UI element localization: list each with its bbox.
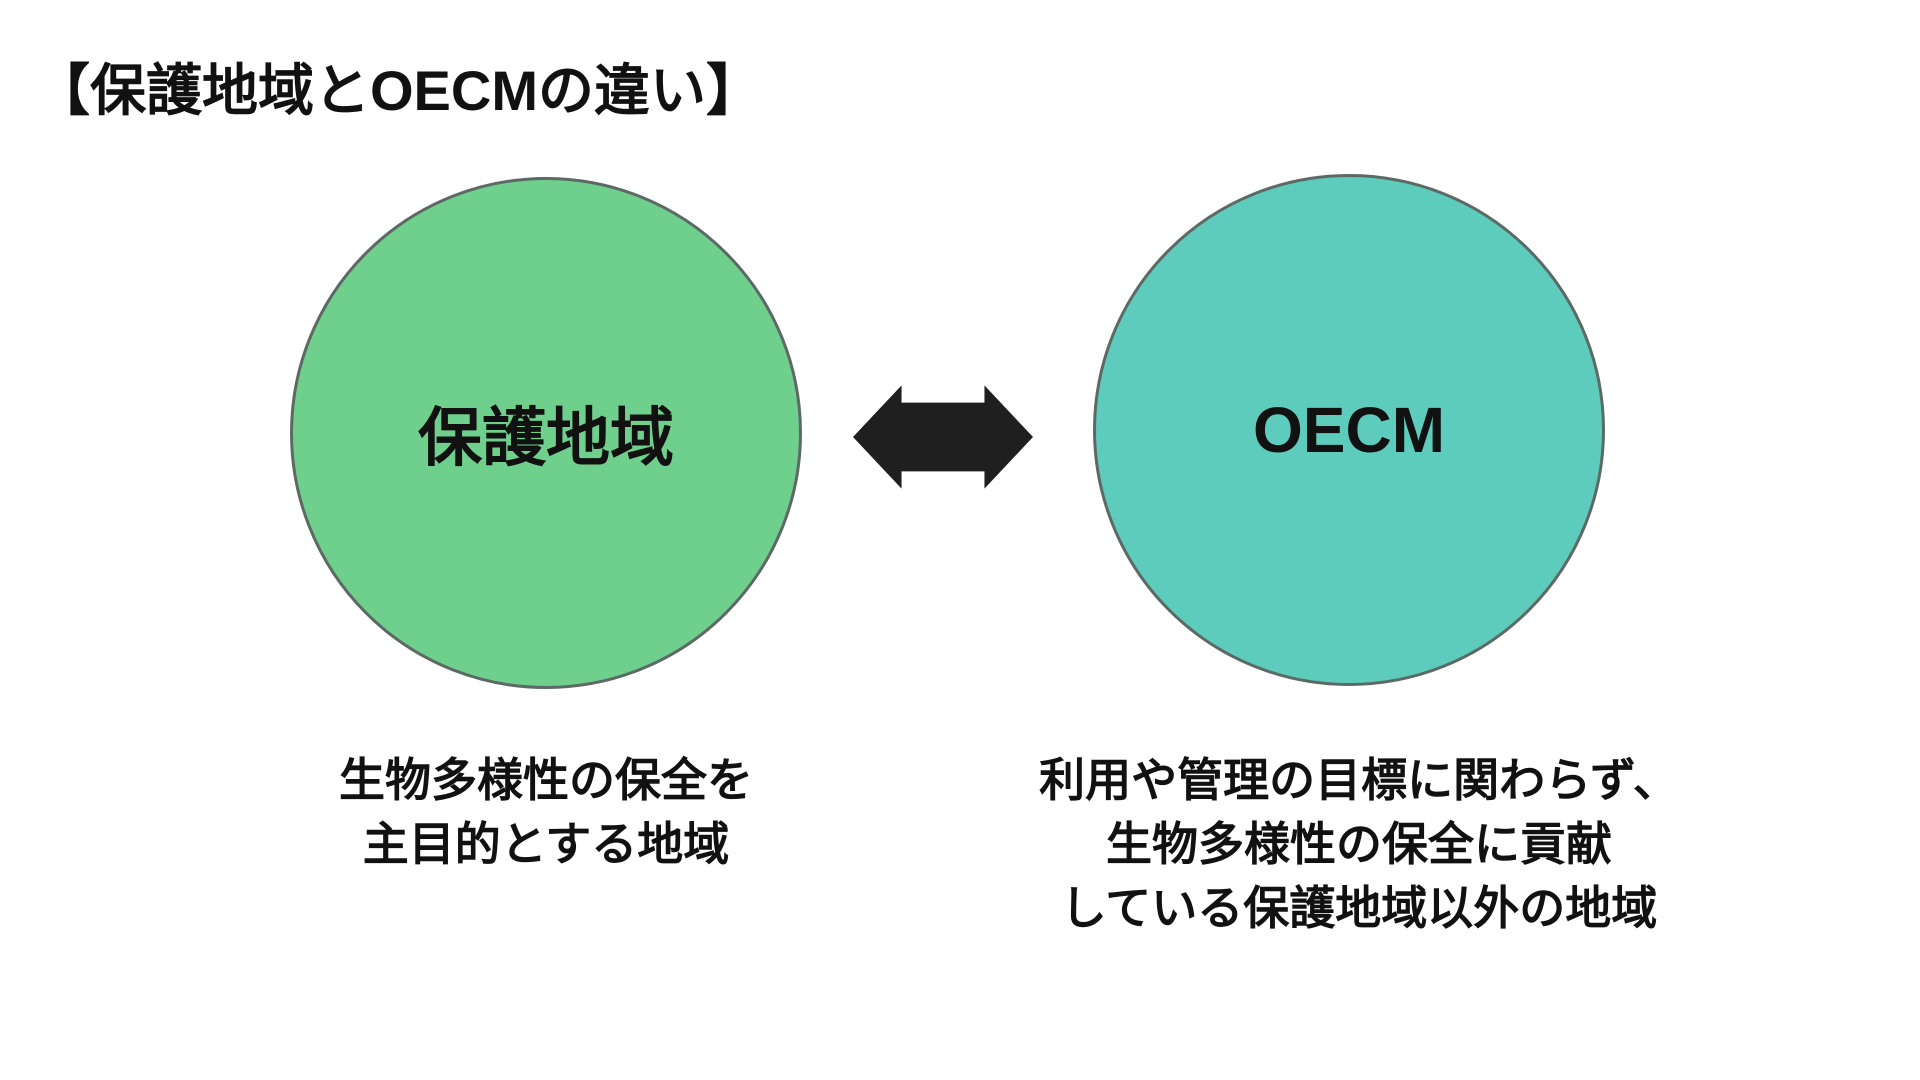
protected-area-caption: 生物多様性の保全を 主目的とする地域	[236, 748, 856, 876]
protected-area-label: 保護地域	[418, 402, 674, 474]
protected-area-caption-line-2: 主目的とする地域	[362, 818, 730, 870]
oecm-caption: 利用や管理の目標に関わらず、 生物多様性の保全に貢献 している保護地域以外の地域	[1039, 748, 1679, 940]
oecm-caption-line-1: 利用や管理の目標に関わらず、	[1039, 754, 1679, 806]
page-title: 【保護地域とOECMの違い】	[34, 59, 762, 122]
protected-area-caption-line-1: 生物多様性の保全を	[339, 754, 753, 806]
double-arrow-icon	[853, 385, 1033, 489]
oecm-caption-line-2: 生物多様性の保全に貢献	[1106, 818, 1612, 870]
protected-area-circle: 保護地域	[290, 177, 802, 689]
oecm-circle: OECM	[1093, 174, 1605, 686]
double-arrow-shape	[853, 385, 1033, 489]
oecm-caption-line-3: している保護地域以外の地域	[1060, 882, 1658, 934]
oecm-label: OECM	[1253, 394, 1445, 466]
